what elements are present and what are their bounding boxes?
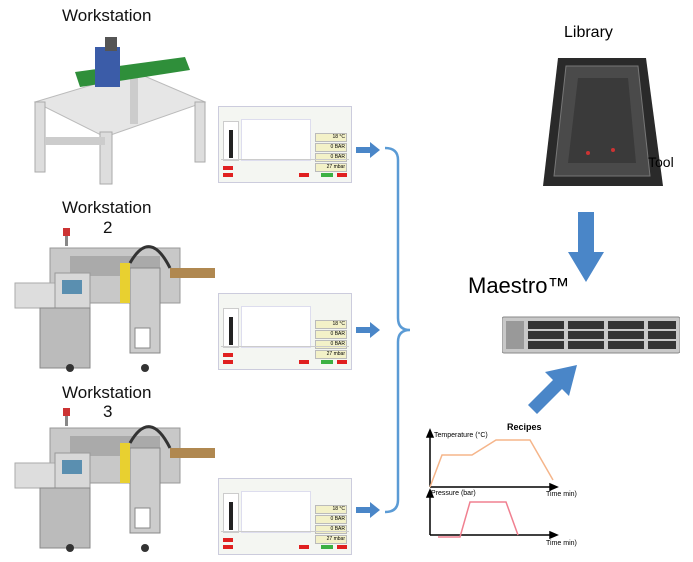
vacuum-reading: 27 mbar <box>315 350 347 359</box>
pressure-reading-2: 0 BAR <box>315 525 347 534</box>
pressure-axis-label: Pressure (bar) <box>431 490 476 497</box>
pressure-reading: 0 BAR <box>315 515 347 524</box>
workstation-2-label: Workstation <box>62 198 152 217</box>
workstation-1-label: Workstation <box>62 6 152 25</box>
axes <box>425 428 559 540</box>
vacuum-reading: 27 mbar <box>315 535 347 544</box>
pressure-reading: 0 BAR <box>315 143 347 152</box>
workstation-2-machine-image <box>14 228 215 372</box>
pressure-curve <box>438 501 519 538</box>
temperature-reading: 18 °C <box>315 133 347 142</box>
workstation-3-machine-image <box>14 408 215 552</box>
workstation-2-dashboard: 18 °C 0 BAR 0 BAR 27 mbar <box>218 293 352 370</box>
arrow-down-library <box>568 212 604 282</box>
vacuum-reading: 27 mbar <box>315 163 347 172</box>
workstation-2-number: 2 <box>103 218 113 237</box>
recipes-chart <box>425 428 559 540</box>
workstation-3-dashboard: 18 °C 0 BAR 0 BAR 27 mbar <box>218 478 352 555</box>
arrow-right-3 <box>356 502 380 518</box>
tool-image <box>543 58 663 186</box>
maestro-title: Maestro™ <box>468 273 570 298</box>
server-image <box>502 316 680 354</box>
tool-label: Tool <box>648 154 674 170</box>
arrow-diagonal-recipes <box>528 365 577 414</box>
arrow-right-2 <box>356 322 380 338</box>
temperature-curve <box>429 439 554 488</box>
recipes-title: Recipes <box>507 422 542 432</box>
workstation-1-dashboard: 18 °C 0 BAR 0 BAR 27 mbar <box>218 106 352 183</box>
temperature-axis-label: Temperature (°C) <box>434 432 488 439</box>
workstation-3-label: Workstation <box>62 383 152 402</box>
arrow-right-1 <box>356 142 380 158</box>
temperature-reading: 18 °C <box>315 320 347 329</box>
temperature-time-label: Time min) <box>546 491 577 498</box>
pressure-reading-2: 0 BAR <box>315 153 347 162</box>
pressure-reading: 0 BAR <box>315 330 347 339</box>
library-title: Library <box>564 24 613 41</box>
workstation-3-number: 3 <box>103 402 113 421</box>
temperature-reading: 18 °C <box>315 505 347 514</box>
bracket <box>384 146 411 514</box>
pressure-time-label: Time min) <box>546 540 577 547</box>
pressure-reading-2: 0 BAR <box>315 340 347 349</box>
workstation-1-machine-image <box>33 37 207 185</box>
dashboard-arrows <box>356 142 380 518</box>
